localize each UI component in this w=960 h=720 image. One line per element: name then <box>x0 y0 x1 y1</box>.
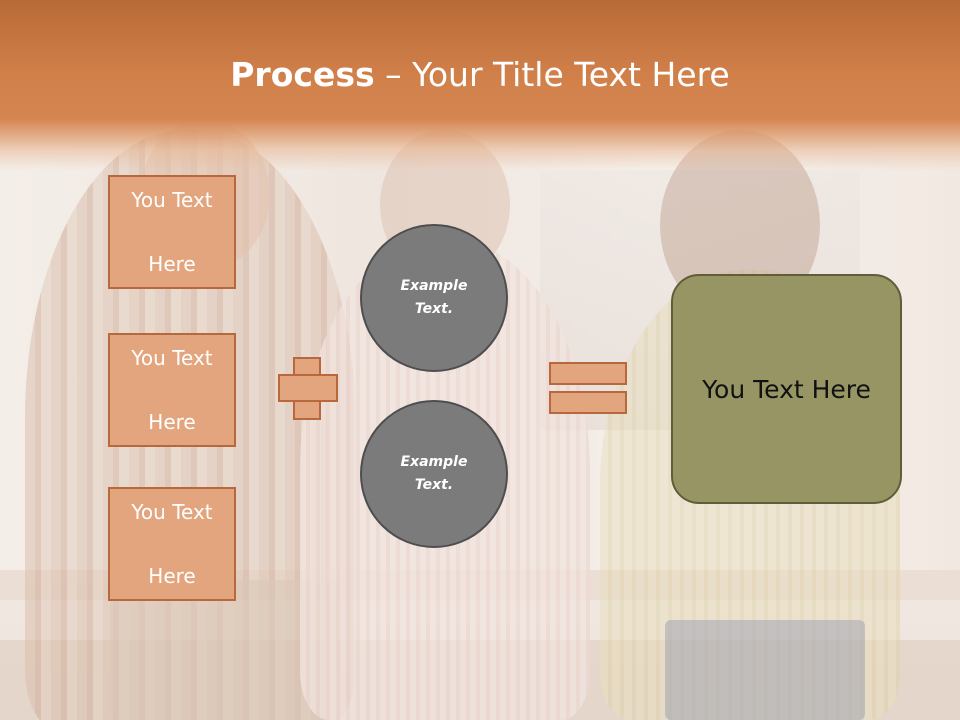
box-line: You Text <box>131 188 213 212</box>
plus-center <box>295 376 319 400</box>
box-line: You Text <box>131 346 213 370</box>
result-text: You Text Here <box>702 374 871 404</box>
result-box: You Text Here <box>671 274 902 504</box>
equals-bottom-bar <box>549 391 627 414</box>
circle-line: Text. <box>414 477 454 493</box>
box-line: You Text <box>131 500 213 524</box>
title-rest: – Your Title Text Here <box>374 55 730 94</box>
box-line: Here <box>148 252 196 276</box>
title-band <box>0 0 960 170</box>
slide-title: Process – Your Title Text Here <box>0 55 960 94</box>
circle-line: Example <box>400 454 468 470</box>
person-right-jeans <box>665 620 865 720</box>
equals-top-bar <box>549 362 627 385</box>
circle-line: Example <box>400 278 468 294</box>
box-line: Here <box>148 410 196 434</box>
circle-line: Text. <box>414 301 454 317</box>
title-bold: Process <box>230 55 375 94</box>
box-line: Here <box>148 564 196 588</box>
